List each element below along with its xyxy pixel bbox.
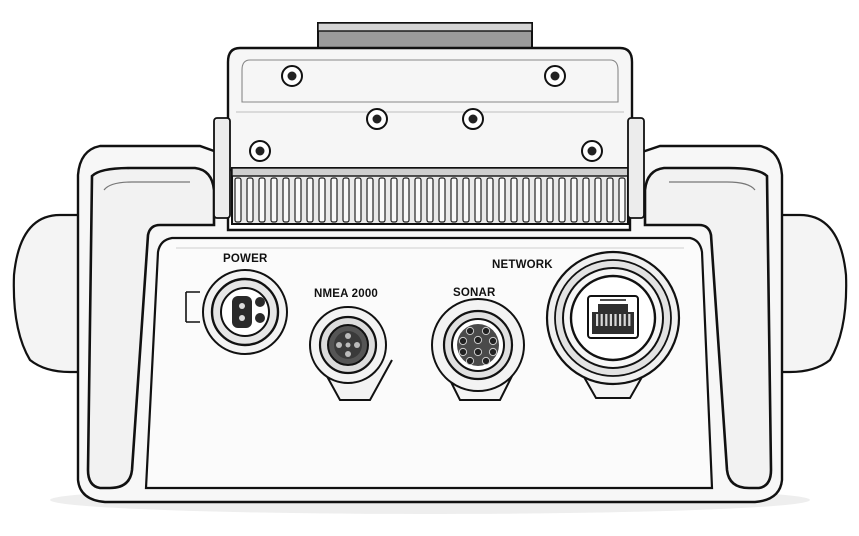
heat-sink-fin <box>462 177 470 223</box>
power-port: POWER <box>185 253 288 355</box>
heat-sink-fin <box>510 177 518 223</box>
heat-sink-fin <box>546 177 554 223</box>
heat-sink-fin <box>342 177 350 223</box>
screw-bottom-right <box>581 140 603 162</box>
screw-middle-left <box>366 108 388 130</box>
sonar-connector-icon <box>457 324 499 366</box>
heat-sink-fin <box>618 177 626 223</box>
hinge-left <box>213 117 231 219</box>
heat-sink-fin <box>306 177 314 223</box>
heat-sink-fin <box>522 177 530 223</box>
heat-sink-fin <box>246 177 254 223</box>
heat-sink-fin <box>438 177 446 223</box>
heat-sink-fin <box>270 177 278 223</box>
rj45-pin <box>596 314 599 326</box>
network-port-label: NETWORK <box>492 259 553 271</box>
heat-sink-fin <box>390 177 398 223</box>
heat-sink-fin <box>534 177 542 223</box>
heat-sink-fin <box>366 177 374 223</box>
heat-sink-fin <box>258 177 266 223</box>
network-port: NETWORK <box>492 250 681 399</box>
nmea2000-connector-icon <box>334 331 362 359</box>
power-port-label: POWER <box>223 253 268 265</box>
screw-middle-right <box>462 108 484 130</box>
rj45-pin <box>609 314 612 326</box>
heat-sink-fin <box>330 177 338 223</box>
screw-bottom-left <box>249 140 271 162</box>
heat-sink-fin <box>486 177 494 223</box>
power-connector-icon <box>232 296 265 328</box>
heat-sink-fin <box>318 177 326 223</box>
hinge-right <box>627 117 645 219</box>
heat-sink-fin <box>606 177 614 223</box>
heat-sink-fin <box>558 177 566 223</box>
sonar-port-label: SONAR <box>453 287 496 299</box>
heat-sink-fin <box>582 177 590 223</box>
heat-sink-fin <box>294 177 302 223</box>
nmea2000-port-label: NMEA 2000 <box>314 288 378 300</box>
right-bracket-ear <box>643 166 773 490</box>
heat-sink-fin <box>498 177 506 223</box>
left-bracket-ear <box>86 166 216 490</box>
heat-sink-fin <box>378 177 386 223</box>
rj45-pin <box>623 314 626 326</box>
heat-sink-fin <box>234 177 242 223</box>
screw-top-right <box>544 65 566 87</box>
rj45-pin <box>600 314 603 326</box>
heat-sink-fin <box>354 177 362 223</box>
rj45-pin <box>614 314 617 326</box>
heat-sink-fins <box>231 167 629 225</box>
nmea2000-port: NMEA 2000 <box>309 288 393 401</box>
heat-sink-fin <box>450 177 458 223</box>
heat-sink-fin <box>594 177 602 223</box>
rj45-pin <box>619 314 622 326</box>
rj45-pin <box>628 314 631 326</box>
heat-sink-fin <box>402 177 410 223</box>
heat-sink-fin <box>414 177 422 223</box>
heat-sink-fin <box>426 177 434 223</box>
screw-top-left <box>281 65 303 87</box>
heat-sink-fin <box>570 177 578 223</box>
sonar-port: SONAR <box>431 287 525 401</box>
heat-sink-fin <box>282 177 290 223</box>
ethernet-rj45-icon <box>587 295 639 339</box>
top-mount-bracket <box>226 22 634 172</box>
heat-sink-fin <box>474 177 482 223</box>
rj45-pin <box>605 314 608 326</box>
